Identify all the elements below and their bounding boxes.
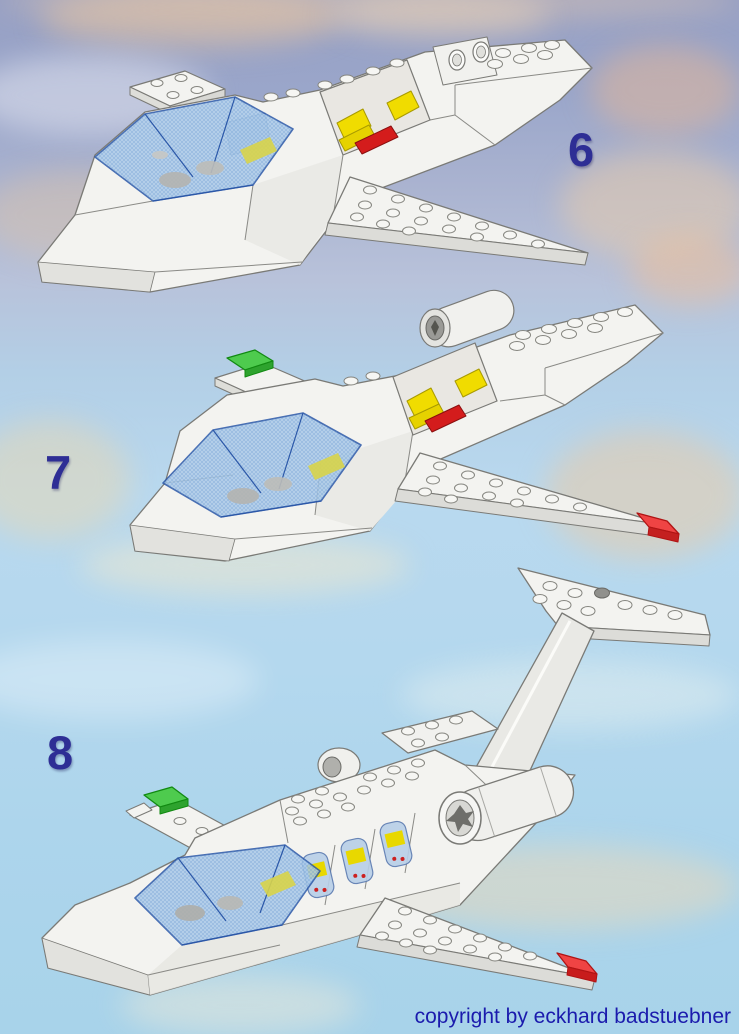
step-7-model-illustration (115, 283, 690, 578)
step-8-number: 8 (47, 726, 74, 779)
step-6-number: 6 (568, 123, 595, 176)
step-8-model-illustration (30, 553, 715, 1028)
step-6-model-illustration (25, 5, 640, 305)
copyright-text: copyright by eckhard badstuebner (414, 1005, 731, 1028)
step-7-number: 7 (45, 446, 72, 499)
